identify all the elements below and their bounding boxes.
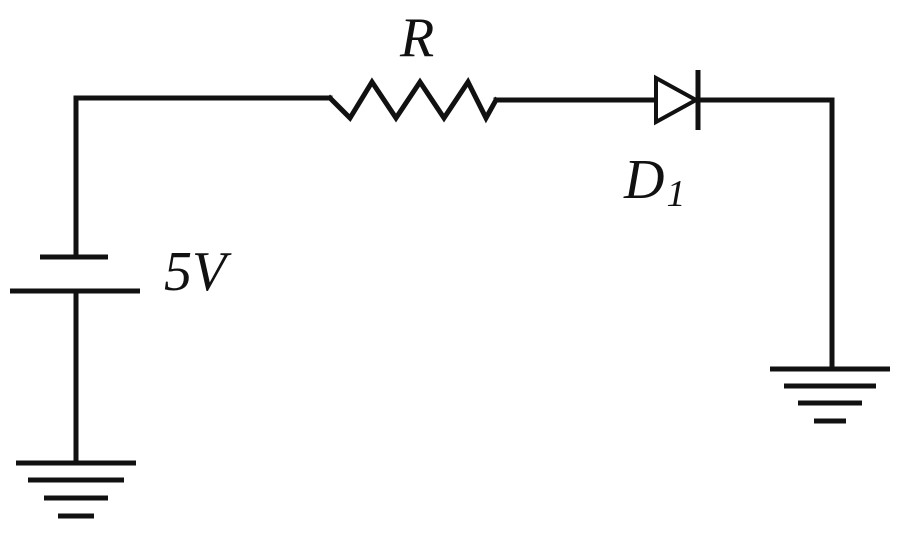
battery-voltage-label: 5V [164, 241, 232, 303]
diode-symbol [654, 70, 701, 130]
diode-label: D1 [623, 149, 685, 215]
diode-triangle [654, 74, 701, 126]
diode-label-sub: 1 [666, 173, 685, 215]
resistor-symbol [326, 77, 500, 124]
ground-right-icon [770, 366, 890, 424]
ground-left-icon [16, 460, 136, 519]
battery-symbol [10, 254, 140, 294]
diode-label-main: D [623, 149, 664, 211]
resistor-label: R [399, 7, 434, 69]
